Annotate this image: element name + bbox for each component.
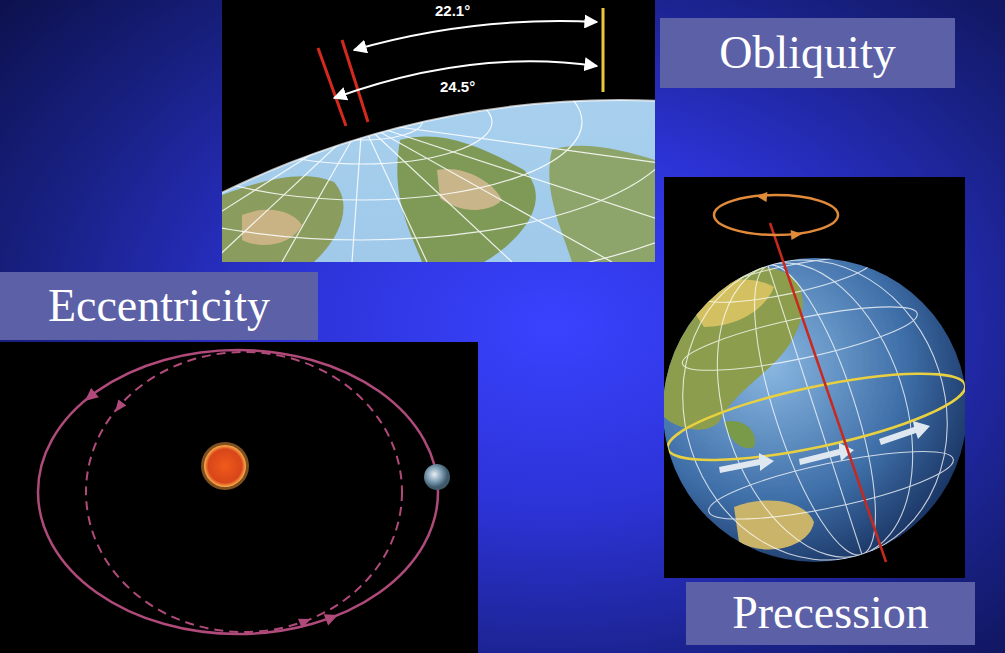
globe-limb (222, 100, 655, 262)
grid-lines (682, 238, 947, 578)
rotation-arrows (879, 421, 930, 445)
sun-glow (201, 442, 249, 490)
rotation-arrows (719, 453, 774, 473)
orbit-circle (86, 352, 402, 632)
grid-lines (701, 249, 873, 312)
rotation-arrows (719, 421, 930, 473)
angle-arrow (334, 61, 597, 98)
grid-lines (222, 0, 655, 262)
label-text: Precession (732, 588, 929, 639)
angle-arrow (354, 21, 597, 50)
sun (204, 445, 246, 487)
earth (424, 464, 450, 490)
grid-lines (362, 122, 427, 262)
grid-lines (664, 225, 965, 578)
space-background (0, 342, 478, 653)
globe-surface (664, 225, 965, 578)
grid-lines (362, 122, 655, 180)
angle-label: 24.5° (437, 78, 478, 96)
grid-lines (362, 122, 512, 262)
angle-label: 22.1° (432, 2, 473, 20)
grid-lines (222, 4, 655, 240)
grid-lines (704, 438, 958, 533)
earth-globe (222, 100, 655, 262)
precession-illustration (664, 177, 965, 578)
orbit-arrowhead (298, 614, 313, 628)
equator-line (664, 356, 965, 478)
land-mass (222, 176, 343, 262)
grid-lines (762, 245, 869, 574)
obliquity-illustration (222, 0, 655, 262)
axis-line (342, 40, 368, 122)
eccentricity-illustration (0, 342, 478, 653)
precession-arrowhead (756, 191, 768, 202)
land-mass (242, 210, 302, 245)
label-text: Eccentricity (48, 281, 270, 332)
globe-surface (222, 0, 655, 262)
grid-lines (282, 122, 362, 262)
orbit-arrowhead (111, 399, 126, 415)
grid-lines (362, 122, 655, 240)
label-box: Precession (686, 582, 975, 645)
orbit-arrowhead (81, 388, 99, 406)
label-box: Eccentricity (0, 272, 318, 340)
grid-lines (222, 122, 362, 262)
grid-lines (222, 0, 655, 262)
orbit-arrowhead (324, 609, 341, 625)
land-mass (734, 500, 814, 549)
grid-lines (352, 122, 362, 262)
axis-line (318, 48, 346, 126)
axis-line (770, 223, 886, 562)
label-box: Obliquity (660, 18, 955, 88)
reference-line (602, 8, 605, 92)
label-text: Obliquity (719, 28, 895, 79)
land-mass (664, 266, 803, 429)
land-mass (549, 146, 655, 262)
grid-lines (664, 225, 965, 578)
grid-lines (222, 122, 362, 262)
precession-circle (714, 195, 838, 235)
grid-lines (302, 104, 422, 140)
orbit-ellipse (38, 350, 438, 634)
precession-arrowhead (791, 229, 803, 240)
